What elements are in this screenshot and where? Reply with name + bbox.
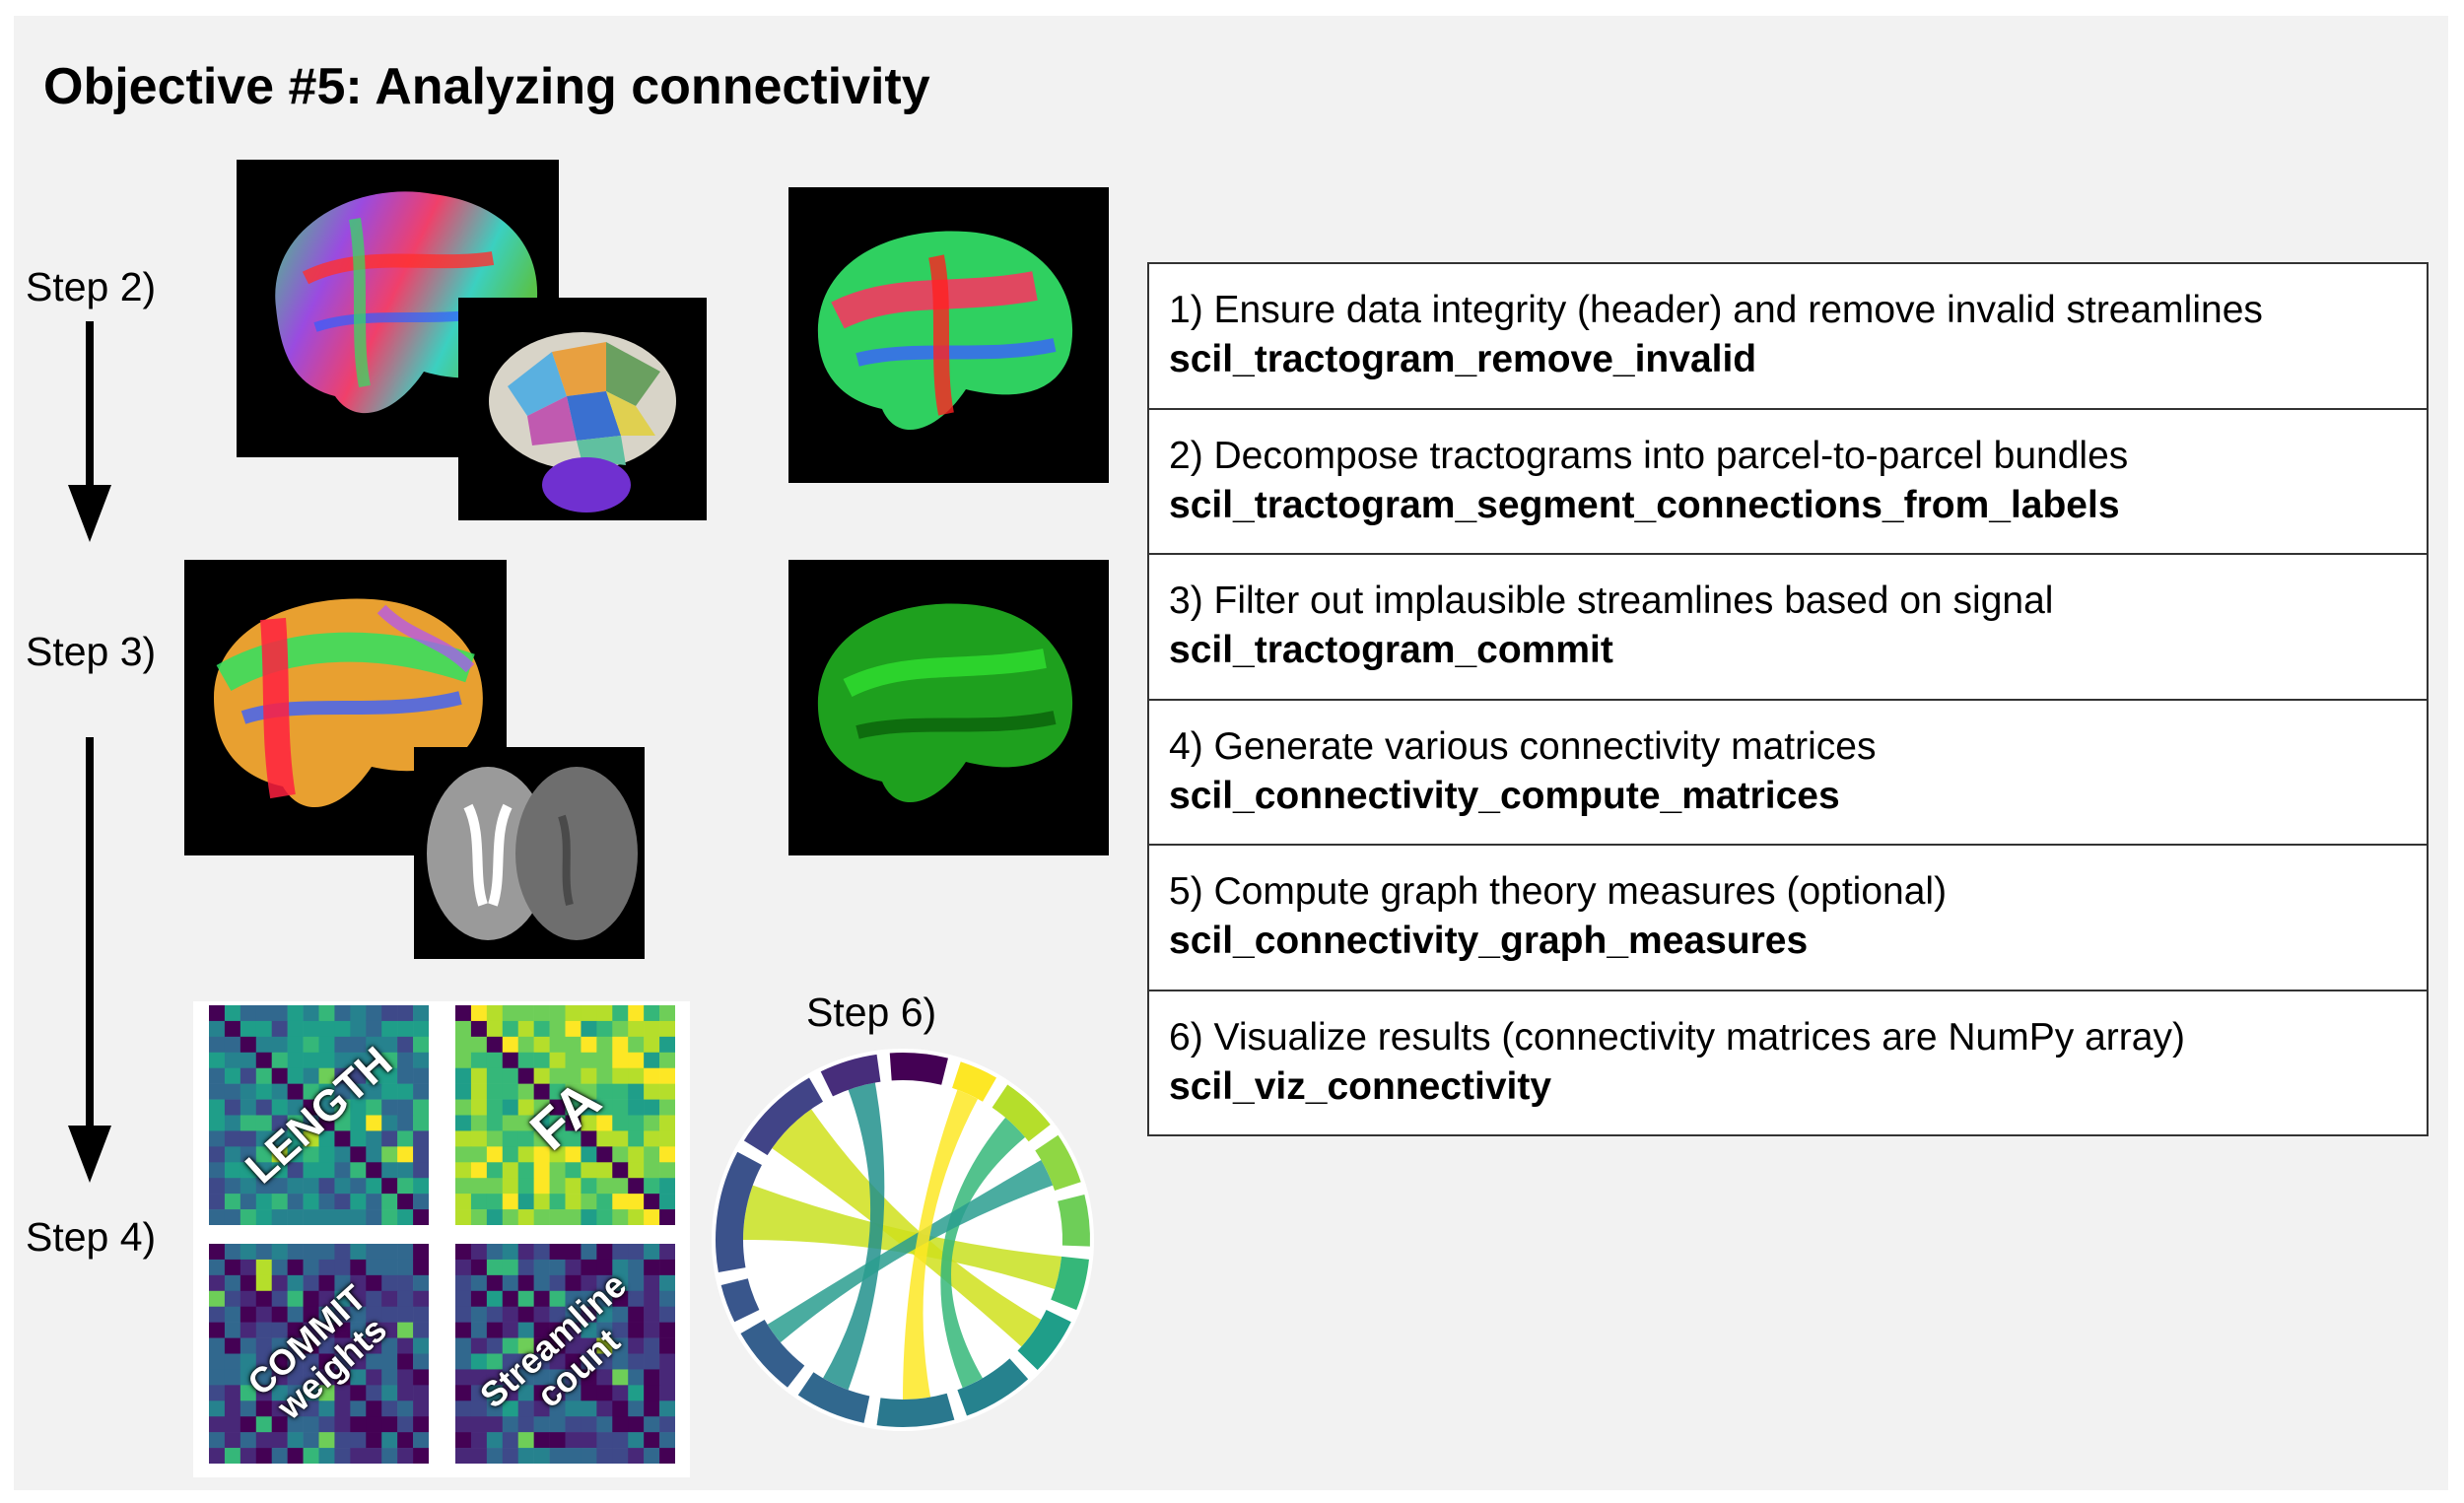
fa-matrix: FA [455, 1005, 675, 1225]
length-matrix: LENGTH [209, 1005, 429, 1225]
chord-arc [1017, 1310, 1071, 1370]
row-description: 3) Filter out implausible streamlines ba… [1169, 580, 2054, 622]
chord-arc [957, 1358, 1029, 1416]
step-3-label: Step 3) [26, 629, 157, 674]
row-description: 5) Compute graph theory measures (option… [1169, 870, 1948, 913]
chord-ribbon [772, 1109, 1042, 1347]
chord-diagram [712, 1049, 1094, 1431]
chord-arc [876, 1393, 955, 1427]
row-command: scil_tractogram_segment_connections_from… [1169, 483, 2120, 526]
chord-arc [1035, 1134, 1081, 1191]
streamline-count-matrix: Streamline count [455, 1244, 675, 1464]
chord-arc [1051, 1256, 1089, 1311]
row-command: scil_tractogram_remove_invalid [1169, 338, 1757, 380]
row-description: 2) Decompose tractograms into parcel-to-… [1169, 434, 2129, 477]
connectivity-matrices-grid: LENGTH FA COMMIT weights Streamline coun… [193, 1001, 690, 1477]
chord-ribbon [940, 1117, 1026, 1389]
step-2-label: Step 2) [26, 264, 157, 309]
table-row: 5) Compute graph theory measures (option… [1149, 846, 2427, 991]
chord-arc [1058, 1195, 1090, 1247]
chord-ribbon [823, 1082, 885, 1391]
table-row: 6) Visualize results (connectivity matri… [1149, 991, 2427, 1137]
pipeline-steps-table: 1) Ensure data integrity (header) and re… [1147, 262, 2429, 1136]
chord-arc [797, 1372, 870, 1423]
chord-ribbon [903, 1089, 979, 1400]
step-6-label: Step 6) [806, 990, 937, 1035]
chord-arc [740, 1320, 805, 1388]
table-row: 1) Ensure data integrity (header) and re… [1149, 264, 2427, 410]
table-row: 4) Generate various connectivity matrice… [1149, 701, 2427, 846]
row-description: 6) Visualize results (connectivity matri… [1169, 1015, 2185, 1059]
row-command: scil_viz_connectivity [1169, 1064, 1552, 1108]
figure-title: Objective #5: Analyzing connectivity [43, 58, 930, 115]
chord-arc [952, 1061, 996, 1102]
row-command: scil_connectivity_graph_measures [1169, 920, 1809, 962]
step-4-label: Step 4) [26, 1214, 157, 1260]
green-weighted-tractogram-image [788, 560, 1109, 855]
chord-arc [992, 1084, 1051, 1142]
down-arrow-step3-to-step4 [68, 737, 111, 1183]
chord-ribbon [767, 1160, 1054, 1343]
commit-weights-matrix: COMMIT weights [209, 1244, 429, 1464]
row-description: 4) Generate various connectivity matrice… [1169, 724, 1877, 768]
chord-arc [720, 1278, 760, 1323]
chord-arc [743, 1077, 823, 1156]
filtered-tractogram-image [788, 187, 1109, 483]
chord-arc [889, 1053, 948, 1085]
down-arrow-step2-to-step3 [68, 321, 111, 542]
chord-arc [716, 1151, 762, 1272]
tractogram-step3-image [184, 560, 507, 855]
row-command: scil_connectivity_compute_matrices [1169, 774, 1840, 817]
table-row: 2) Decompose tractograms into parcel-to-… [1149, 410, 2427, 555]
row-command: scil_tractogram_commit [1169, 629, 1613, 671]
table-row: 3) Filter out implausible streamlines ba… [1149, 555, 2427, 701]
parcellation-brain-image [458, 298, 707, 520]
brain-axial-slices-image [414, 747, 645, 959]
chord-arc [820, 1054, 881, 1097]
row-description: 1) Ensure data integrity (header) and re… [1169, 289, 2263, 331]
